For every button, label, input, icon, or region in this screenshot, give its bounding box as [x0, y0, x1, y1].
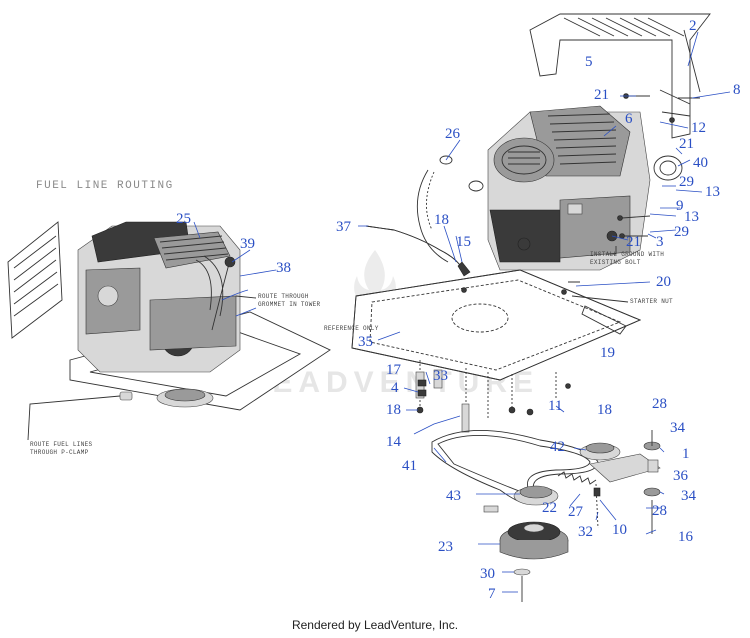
- callout-13[interactable]: 13: [705, 184, 720, 200]
- note-fuel-2: THROUGH P-CLAMP: [30, 449, 89, 456]
- callout-4[interactable]: 4: [391, 380, 399, 396]
- callout-16[interactable]: 16: [678, 529, 694, 545]
- callout-8[interactable]: 8: [733, 82, 741, 98]
- callout-21c[interactable]: 21: [626, 234, 641, 250]
- callout-5[interactable]: 5: [585, 54, 593, 70]
- note-ground-1: INSTALL GROUND WITH: [590, 251, 664, 258]
- callout-19[interactable]: 19: [600, 345, 615, 361]
- callout-7[interactable]: 7: [488, 586, 496, 602]
- callout-29b[interactable]: 29: [674, 224, 689, 240]
- callout-18c[interactable]: 18: [597, 402, 612, 418]
- callout-18[interactable]: 18: [434, 212, 449, 228]
- callout-43[interactable]: 43: [446, 488, 461, 504]
- callout-9[interactable]: 9: [676, 198, 684, 214]
- callout-22[interactable]: 22: [542, 500, 557, 516]
- callout-18b[interactable]: 18: [386, 402, 401, 418]
- callout-12[interactable]: 12: [691, 120, 706, 136]
- callout-40[interactable]: 40: [693, 155, 708, 171]
- leader-lines: [193, 31, 731, 593]
- callout-29[interactable]: 29: [679, 174, 694, 190]
- callout-28[interactable]: 28: [652, 396, 667, 412]
- callout-36[interactable]: 36: [673, 468, 689, 484]
- callout-17[interactable]: 17: [386, 362, 402, 378]
- callout-21b[interactable]: 21: [679, 136, 694, 152]
- callout-26[interactable]: 26: [445, 126, 461, 142]
- callout-28b[interactable]: 28: [652, 503, 667, 519]
- callout-6[interactable]: 6: [625, 111, 633, 127]
- callout-25[interactable]: 25: [176, 211, 191, 227]
- belt-pulley-assembly: [417, 369, 661, 602]
- note-grommet-1: ROUTE THROUGH: [258, 293, 309, 300]
- callout-11[interactable]: 11: [548, 398, 562, 414]
- callout-32[interactable]: 32: [578, 524, 593, 540]
- callout-14[interactable]: 14: [386, 434, 402, 450]
- callout-1[interactable]: 1: [682, 446, 690, 462]
- callout-23[interactable]: 23: [438, 539, 453, 555]
- callout-37[interactable]: 37: [336, 219, 352, 235]
- callout-33[interactable]: 33: [433, 368, 448, 384]
- callout-10[interactable]: 10: [612, 522, 627, 538]
- note-reference: REFERENCE ONLY: [324, 325, 379, 332]
- callout-13b[interactable]: 13: [684, 209, 699, 225]
- engine-assembly: [365, 13, 711, 283]
- callout-34[interactable]: 34: [670, 420, 686, 436]
- callout-21[interactable]: 21: [594, 87, 609, 103]
- callout-20[interactable]: 20: [656, 274, 671, 290]
- callout-39[interactable]: 39: [240, 236, 255, 252]
- note-fuel-1: ROUTE FUEL LINES: [30, 441, 93, 448]
- callout-41[interactable]: 41: [402, 458, 417, 474]
- callout-27[interactable]: 27: [568, 504, 584, 520]
- callout-30[interactable]: 30: [480, 566, 495, 582]
- fuel-routing-assembly: [7, 221, 331, 411]
- callout-2[interactable]: 2: [689, 18, 697, 34]
- callout-38[interactable]: 38: [276, 260, 291, 276]
- callout-3[interactable]: 3: [656, 234, 664, 250]
- note-starter: STARTER NUT: [630, 298, 673, 305]
- callout-34b[interactable]: 34: [681, 488, 697, 504]
- render-credit: Rendered by LeadVenture, Inc.: [291, 618, 459, 632]
- callout-35[interactable]: 35: [358, 334, 373, 350]
- callout-15[interactable]: 15: [456, 234, 471, 250]
- section-title: FUEL LINE ROUTING: [36, 180, 174, 192]
- callout-42[interactable]: 42: [550, 439, 565, 455]
- note-grommet-2: GROMMET IN TOWER: [258, 301, 321, 308]
- note-ground-2: EXISTING BOLT: [590, 259, 641, 266]
- callouts: 2 5 21 8 6 12 26 21 40 29 13 9 13 37 18 …: [176, 18, 741, 602]
